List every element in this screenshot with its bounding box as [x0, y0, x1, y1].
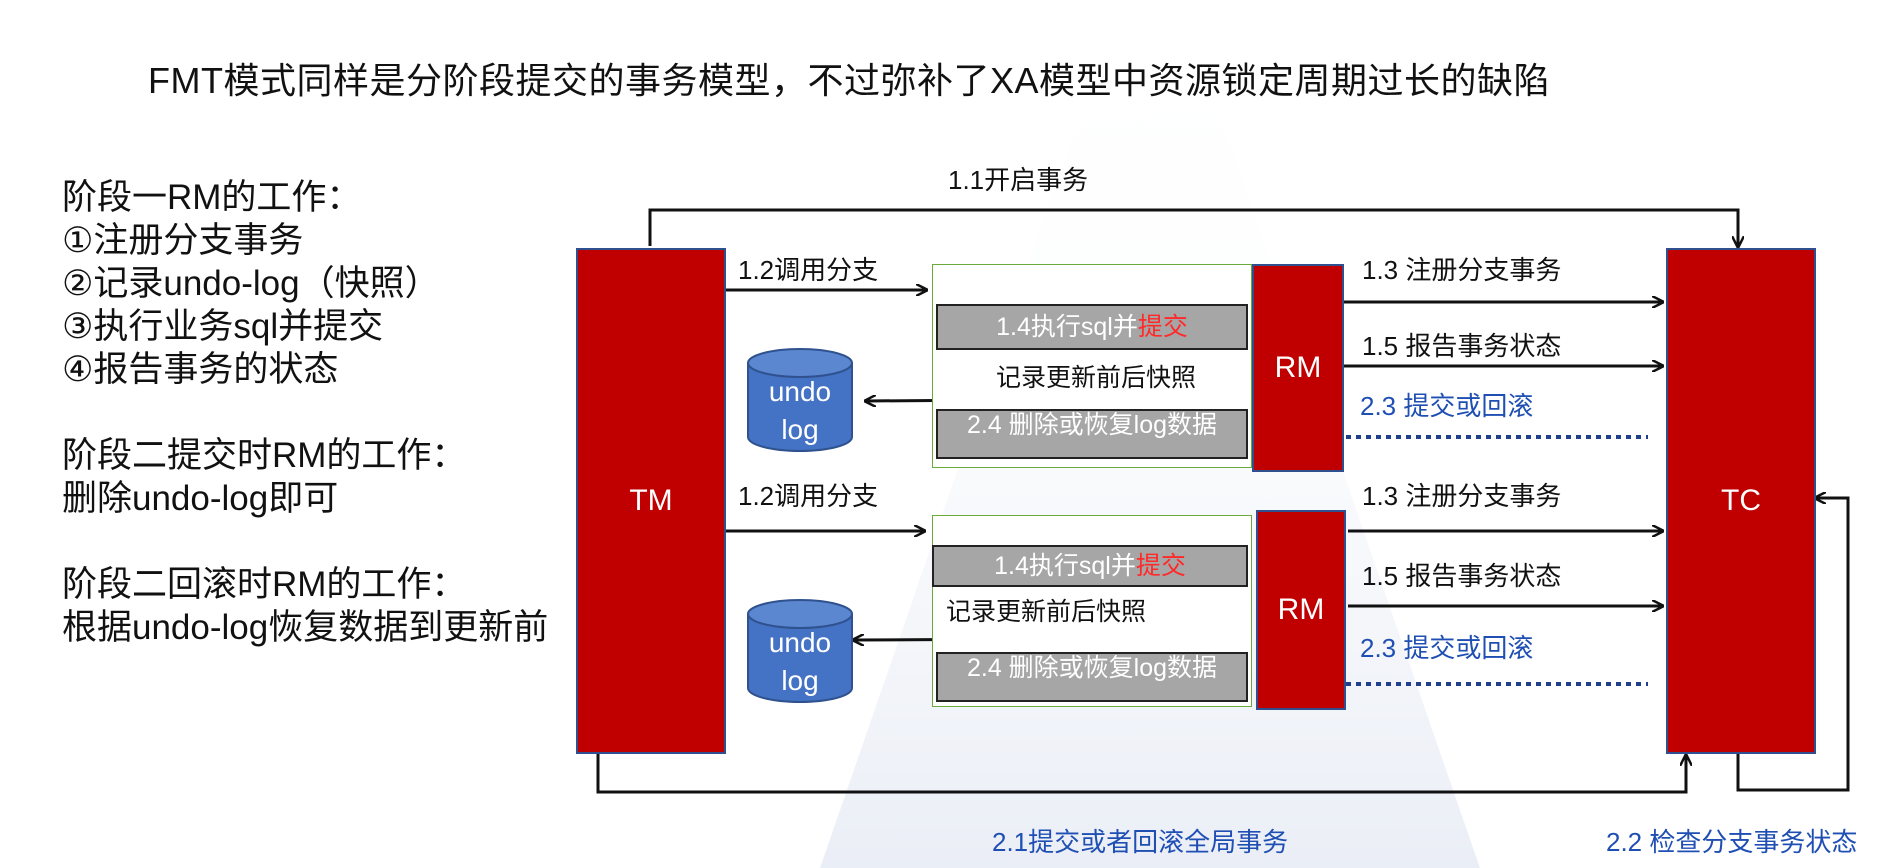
- exec-sql-text: 1.4执行sql并: [994, 552, 1136, 580]
- arrow-check-branch: [1736, 498, 1850, 792]
- phase1-item: ③执行业务sql并提交: [62, 307, 384, 346]
- undo-log-label: log: [781, 414, 819, 445]
- register-label: 1.3 注册分支事务: [1362, 255, 1562, 285]
- database-icon: [747, 348, 853, 452]
- call-branch-label: 1.2调用分支: [738, 255, 879, 285]
- tm-block: TM: [576, 248, 726, 754]
- page-title: FMT模式同样是分阶段提交的事务模型，不过弥补了XA模型中资源锁定周期过长的缺陷: [148, 60, 1550, 101]
- snapshot-label: 记录更新前后快照: [996, 364, 1197, 392]
- phase2-commit-title: 阶段二提交时RM的工作：: [62, 436, 467, 475]
- undo-log-label: undo: [768, 376, 832, 407]
- delete-restore-text: 2.4 删除或恢复log数据: [966, 654, 1218, 682]
- delete-restore-text: 2.4 删除或恢复log数据: [966, 411, 1218, 439]
- undo-log-label: log: [781, 665, 819, 696]
- phase2-rollback-body: 根据undo-log恢复数据到更新前: [62, 608, 549, 647]
- phase2-rollback-title: 阶段二回滚时RM的工作：: [62, 565, 467, 604]
- tm-label: TM: [629, 484, 673, 517]
- phase1-title: 阶段一RM的工作：: [62, 178, 362, 217]
- snapshot-label: 记录更新前后快照: [946, 598, 1147, 626]
- delete-restore-box: 2.4 删除或恢复log数据: [936, 652, 1248, 702]
- begin-tx-label: 1.1开启事务: [948, 165, 1089, 195]
- report-label: 1.5 报告事务状态: [1362, 561, 1562, 591]
- rm-label: RM: [1277, 593, 1325, 626]
- phase1-item: ④报告事务的状态: [62, 350, 339, 389]
- tc-label: TC: [1721, 484, 1761, 517]
- phase1-item: ②记录undo-log（快照）: [62, 264, 440, 303]
- check-branch-label: 2.2 检查分支事务状态: [1606, 827, 1858, 857]
- exec-sql-text: 1.4执行sql并: [996, 313, 1138, 341]
- call-branch-label: 1.2调用分支: [738, 481, 879, 511]
- commit-rollback-label: 2.3 提交或回滚: [1360, 391, 1534, 421]
- rm-label: RM: [1274, 351, 1322, 384]
- exec-sql-highlight: 提交: [1137, 313, 1188, 341]
- undo-log-label: undo: [768, 627, 832, 658]
- global-commit-label: 2.1提交或者回滚全局事务: [992, 827, 1289, 857]
- notes-panel: 阶段一RM的工作： ①注册分支事务 ②记录undo-log（快照） ③执行业务s…: [62, 176, 548, 649]
- commit-rollback-label: 2.3 提交或回滚: [1360, 633, 1534, 663]
- tc-block: TC: [1666, 248, 1816, 754]
- report-label: 1.5 报告事务状态: [1362, 331, 1562, 361]
- exec-sql-box: 1.4执行sql并提交: [936, 304, 1248, 350]
- phase1-item: ①注册分支事务: [62, 221, 304, 260]
- arrow-global-commit: [596, 752, 1686, 794]
- undo-log-database: undo log: [746, 347, 854, 455]
- undo-log-database: undo log: [746, 598, 854, 706]
- register-label: 1.3 注册分支事务: [1362, 481, 1562, 511]
- exec-sql-box: 1.4执行sql并提交: [932, 545, 1248, 587]
- exec-sql-highlight: 提交: [1135, 552, 1186, 580]
- arrow-begin-tx: [648, 208, 1738, 246]
- rm-block: RM: [1256, 510, 1346, 710]
- delete-restore-box: 2.4 删除或恢复log数据: [936, 409, 1248, 459]
- rm-block: RM: [1252, 264, 1344, 472]
- phase2-commit-body: 删除undo-log即可: [62, 479, 339, 518]
- database-icon: [747, 599, 853, 703]
